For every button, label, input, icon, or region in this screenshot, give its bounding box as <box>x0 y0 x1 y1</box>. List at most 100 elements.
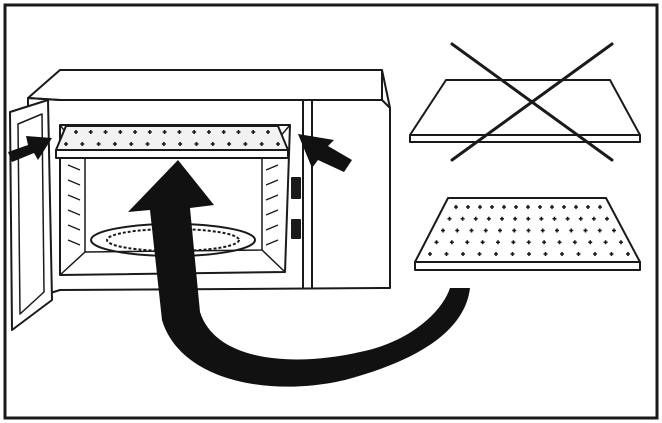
perforation-dot <box>603 240 608 245</box>
perforation-dot <box>540 228 545 233</box>
perforation-dot <box>498 228 502 233</box>
perforation-dot <box>177 130 182 134</box>
perforation-dot <box>527 252 531 256</box>
perforation-dot <box>512 228 517 233</box>
perforation-dot <box>543 252 548 256</box>
tray-holes <box>428 205 630 256</box>
microwave-oven <box>27 69 391 301</box>
perforation-dot <box>555 228 559 233</box>
perforation-dot <box>434 240 439 245</box>
microwave-top <box>27 69 383 101</box>
perforation-dot <box>538 205 542 209</box>
perforation-dot <box>210 142 215 146</box>
perforation-dot <box>560 252 564 256</box>
perforation-dot <box>605 216 609 221</box>
perforation-dot <box>576 252 581 256</box>
right-rack-rails <box>265 164 279 246</box>
flat-tray-wrong <box>409 79 641 143</box>
perforation-dot <box>477 252 482 256</box>
perforation-dot <box>583 228 588 233</box>
perforation-dot <box>562 205 566 209</box>
perforation-dot <box>64 142 68 146</box>
perforation-dot <box>619 240 623 245</box>
perforation-dot <box>526 205 530 209</box>
perforation-dot <box>276 142 280 146</box>
perforation-dot <box>513 216 518 221</box>
perforation-dot <box>129 142 134 146</box>
perforation-dot <box>486 216 491 221</box>
perforation-dot <box>118 130 123 134</box>
perforation-dot <box>428 252 432 256</box>
perforation-dot <box>161 142 166 146</box>
perforation-dot <box>574 205 578 209</box>
perforation-dot <box>480 240 485 245</box>
perforation-dot <box>112 142 117 146</box>
perforation-dot <box>490 205 494 209</box>
perforation-dot <box>478 205 482 209</box>
perforation-dot <box>539 216 544 221</box>
perforation-dot <box>565 216 570 221</box>
perforation-dot <box>526 240 531 245</box>
perforation-dot <box>588 240 593 245</box>
perforation-dot <box>494 252 498 256</box>
inserted-tray <box>55 125 289 151</box>
perforation-dot <box>133 130 138 134</box>
perforation-dot <box>227 142 232 146</box>
perforation-dot <box>221 130 226 134</box>
perforation-dot <box>162 130 167 134</box>
perforation-dot <box>572 240 577 245</box>
right-insert-arrow <box>298 134 352 172</box>
cross-mark-icon <box>450 42 614 162</box>
oven-door <box>9 99 53 331</box>
inserted-tray-holes <box>64 130 280 146</box>
perforation-dot <box>460 216 465 221</box>
perforation-dot <box>266 130 270 134</box>
perforation-dot <box>192 130 197 134</box>
perforation-dot <box>598 205 602 209</box>
perforation-dot <box>466 205 470 209</box>
perforation-dot <box>236 130 241 134</box>
perforation-dot <box>511 240 516 245</box>
perforation-dot <box>96 142 101 146</box>
perforation-dot <box>609 252 614 256</box>
perforation-dot <box>473 216 478 221</box>
perforation-dot <box>80 142 85 146</box>
perforation-dot <box>103 130 108 134</box>
perforation-dot <box>251 130 256 134</box>
perforation-dot <box>455 228 460 233</box>
perforation-dot <box>178 142 183 146</box>
control-knob-mark <box>291 177 301 199</box>
perforation-dot <box>74 130 78 134</box>
perforation-dot <box>449 240 454 245</box>
perforation-dot <box>454 205 458 209</box>
perforation-dot <box>145 142 150 146</box>
perforation-dot <box>591 216 596 221</box>
perforation-dot <box>461 252 465 256</box>
curved-arrow-icon <box>128 160 470 387</box>
left-insert-arrow <box>8 136 52 162</box>
perforation-dot <box>514 205 518 209</box>
perforation-dot <box>586 205 590 209</box>
perforation-dot <box>510 252 515 256</box>
control-knob-mark <box>291 219 301 239</box>
perforation-dot <box>496 240 500 245</box>
perforation-dot <box>597 228 602 233</box>
perforation-dot <box>469 228 474 233</box>
perforation-dot <box>444 252 449 256</box>
perforation-dot <box>612 228 616 233</box>
perforation-dot <box>447 216 452 221</box>
perforation-dot <box>569 228 574 233</box>
perforation-dot <box>502 205 506 209</box>
perforation-dot <box>578 216 583 221</box>
perforation-dot <box>483 228 488 233</box>
perforation-dot <box>557 240 562 245</box>
perforation-dot <box>500 216 504 221</box>
perforation-dot <box>550 205 554 209</box>
perforation-dot <box>526 228 531 233</box>
perforation-dot <box>243 142 248 146</box>
perforation-dot <box>526 216 531 221</box>
perforation-dot <box>206 130 211 134</box>
perforation-dot <box>626 252 630 256</box>
